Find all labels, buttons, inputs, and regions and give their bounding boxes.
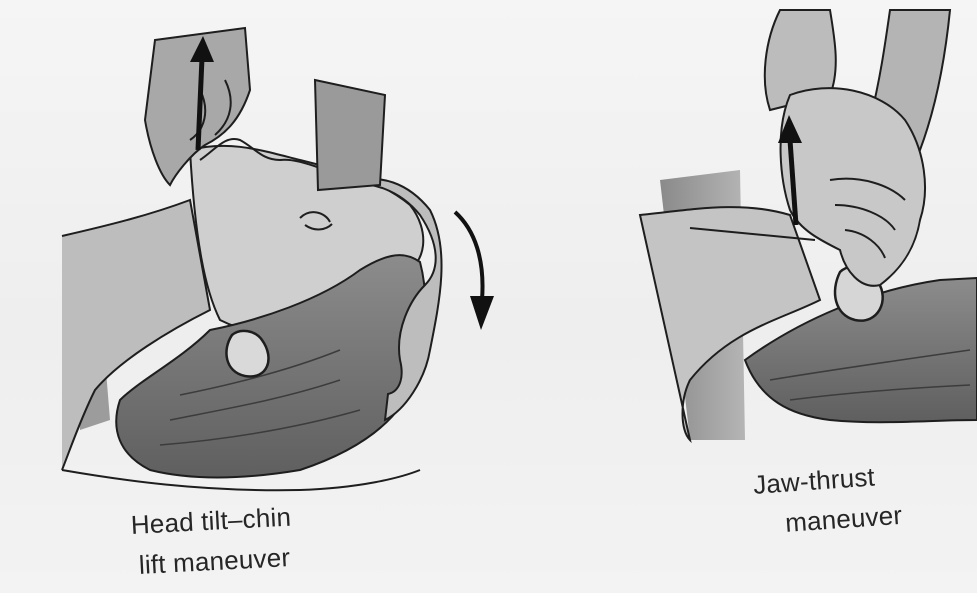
head-tilt-down-arrow bbox=[455, 212, 494, 330]
rescuer-arm-sleeve bbox=[315, 80, 385, 190]
head-tilt-chin-lift-figure bbox=[62, 28, 494, 490]
jaw-thrust-figure bbox=[640, 10, 977, 440]
